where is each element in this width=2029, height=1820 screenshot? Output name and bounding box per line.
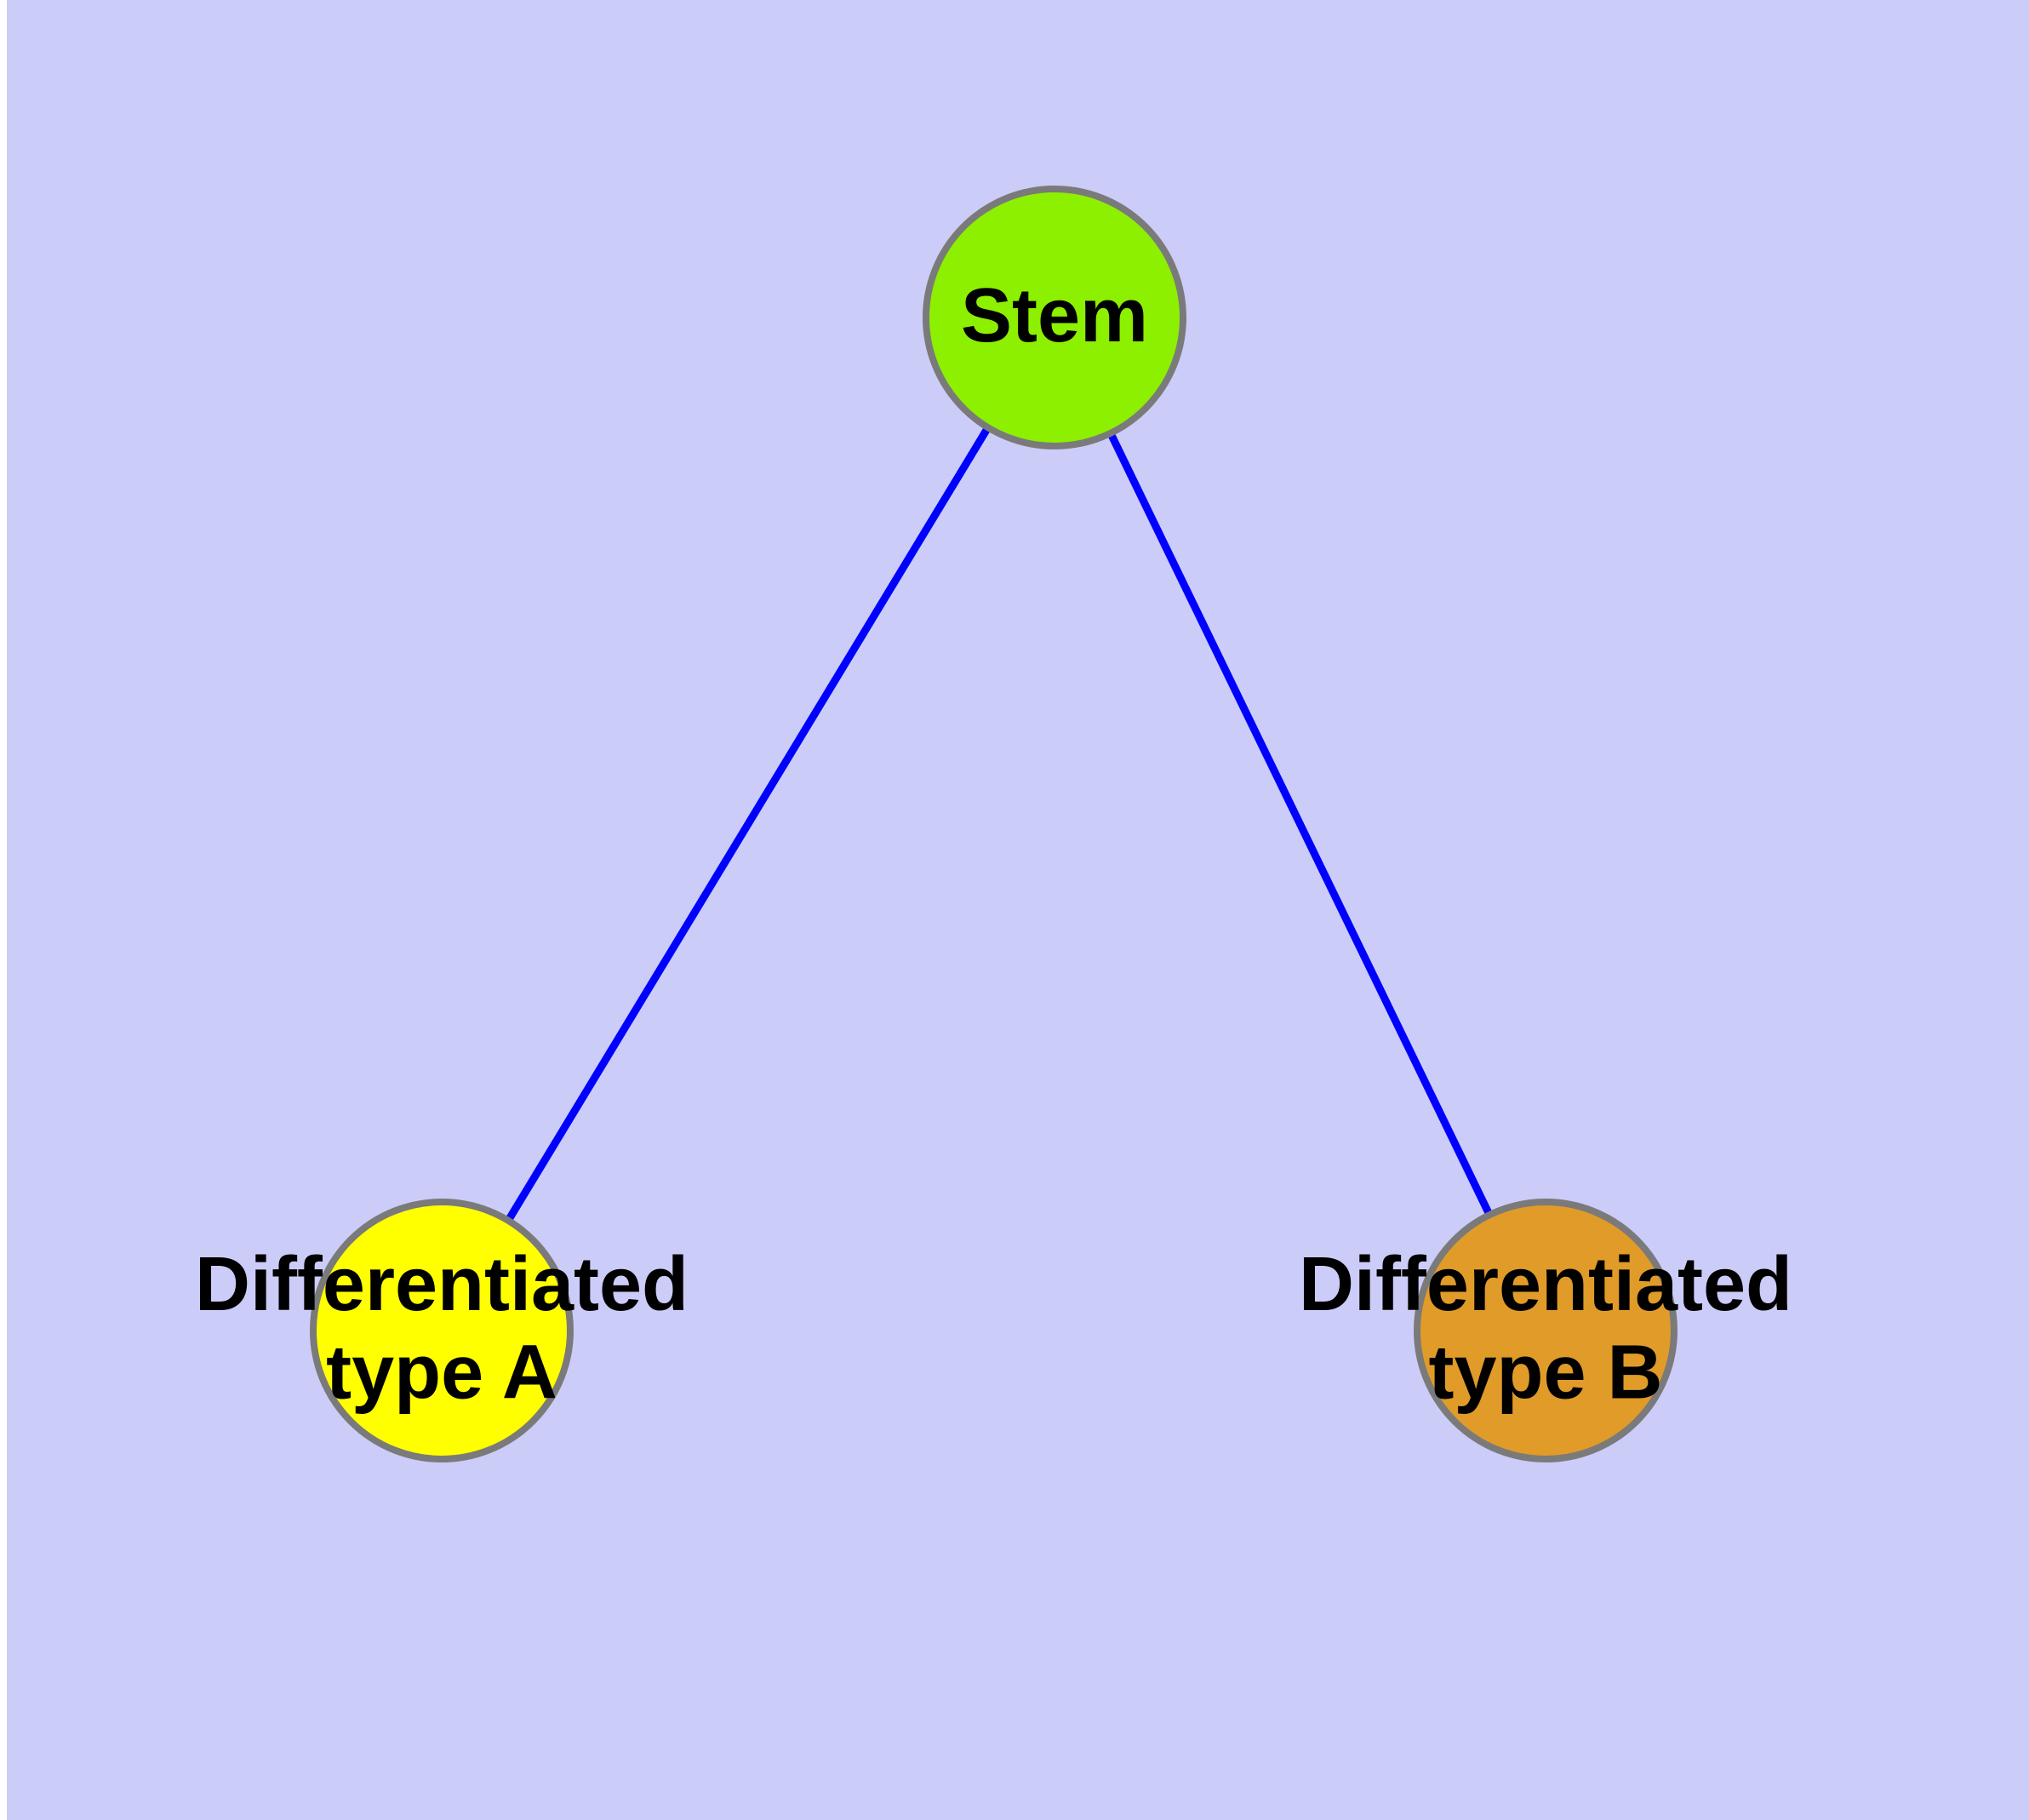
node-label-diff-b-line1: Differentiated <box>1299 1242 1792 1327</box>
node-circle-diff-a[interactable] <box>310 1199 574 1462</box>
edge-stem-to-a[interactable] <box>500 418 996 1230</box>
edges-group <box>500 418 1497 1230</box>
node-label-stem-line1: Stem <box>961 273 1148 358</box>
edge-stem-to-b[interactable] <box>1103 423 1497 1225</box>
node-label-diff-b-line2: type B <box>1428 1331 1662 1416</box>
node-circle-diff-b[interactable] <box>1414 1199 1677 1462</box>
node-circle-stem[interactable] <box>923 186 1186 449</box>
node-label-diff-a-line2: type A <box>326 1331 557 1416</box>
node-label-diff-a-line1: Differentiated <box>195 1242 689 1327</box>
node-stem[interactable]: Stem <box>923 186 1186 449</box>
